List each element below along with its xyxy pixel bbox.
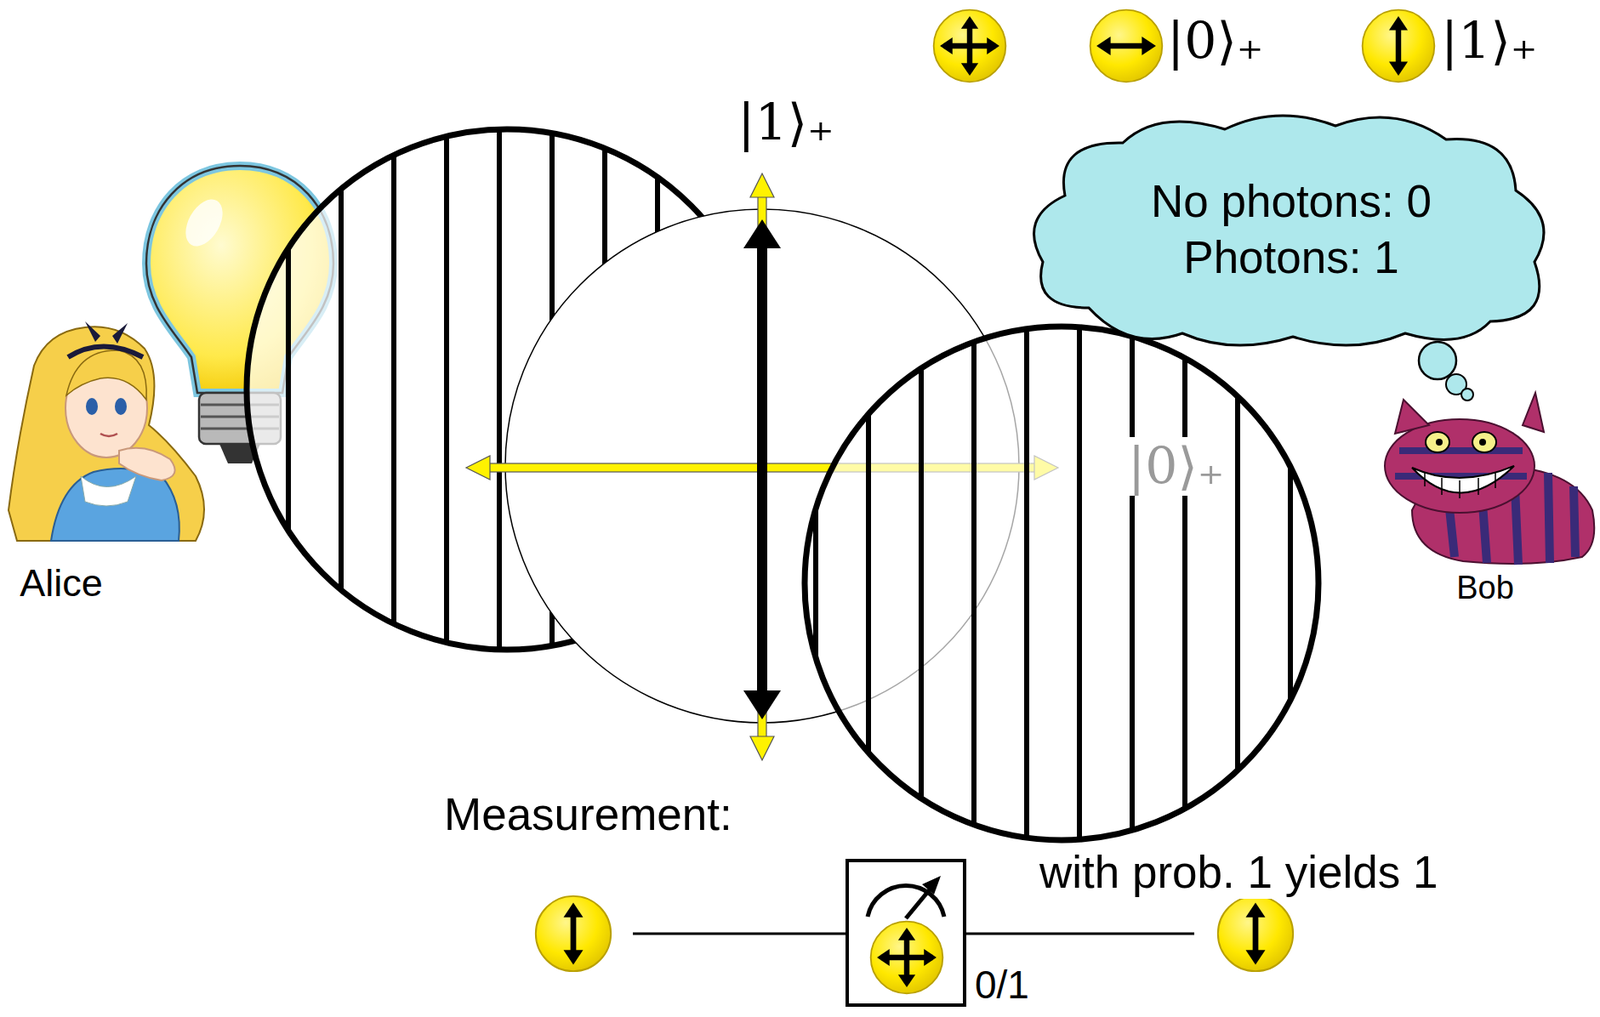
polarization-icon (933, 10, 1007, 83)
cloud-outline (1020, 107, 1562, 353)
legend-text: |0⟩₊ (1167, 11, 1264, 71)
horizontal-icon (1090, 10, 1163, 83)
alice-figure (8, 321, 205, 541)
ket-label: |1⟩₊ (734, 93, 838, 153)
bob-cat (1384, 392, 1595, 565)
cloud-text: No photons: 0 (1150, 173, 1432, 230)
person-name: Bob (1452, 569, 1518, 608)
output-label: 0/1 (971, 962, 1033, 1008)
vertical-icon (1362, 10, 1435, 83)
thought-cloud: No photons: 0Photons: 1 (1020, 107, 1562, 353)
ket-label: |0⟩₊ (1124, 437, 1228, 496)
note-text: with prob. 1 yields 1 (1036, 847, 1441, 900)
polarizer-right (804, 326, 1319, 841)
cloud-text: Photons: 1 (1183, 229, 1399, 286)
note-text: Measurement: (440, 789, 736, 842)
thought-bubbles (1418, 341, 1474, 401)
person-name: Alice (16, 561, 107, 606)
legend-text: |1⟩₊ (1440, 11, 1538, 71)
